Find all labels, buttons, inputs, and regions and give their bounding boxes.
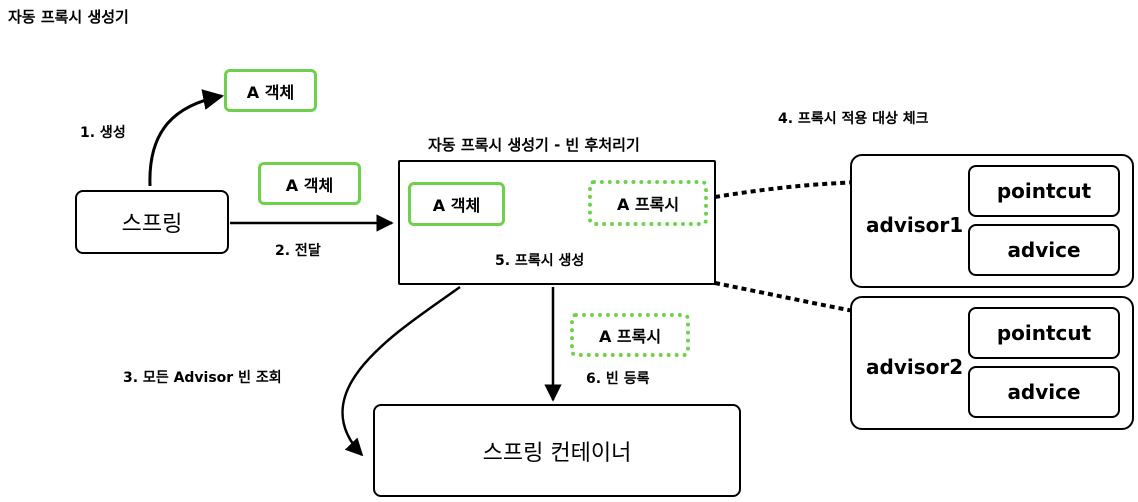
advisor1-pointcut-box: pointcut — [968, 165, 1120, 217]
processor-proxy-box: A 프록시 — [588, 180, 708, 226]
spring-container-box: 스프링 컨테이너 — [373, 404, 741, 497]
step2-label: 2. 전달 — [275, 243, 321, 259]
advisor2-pointcut-box: pointcut — [968, 307, 1120, 359]
processor-title: 자동 프록시 생성기 - 빈 후처리기 — [428, 136, 640, 154]
step6-label: 6. 빈 등록 — [586, 371, 650, 387]
arrow-create — [148, 89, 225, 187]
advisor1-advice-box: advice — [968, 224, 1120, 276]
processor-object-label: A 객체 — [432, 196, 481, 215]
processor-proxy-label: A 프록시 — [616, 195, 680, 214]
advisor2-pointcut-label: pointcut — [996, 321, 1092, 345]
advisor2-advice-label: advice — [1007, 380, 1081, 404]
spring-label: 스프링 — [121, 212, 183, 237]
page-title: 자동 프록시 생성기 — [8, 8, 129, 26]
step3-label: 3. 모든 Advisor 빈 조회 — [123, 370, 282, 386]
processor-object-box: A 객체 — [408, 182, 505, 226]
registered-proxy-box: A 프록시 — [570, 313, 690, 357]
step4-label: 4. 프록시 적용 대상 체크 — [778, 111, 929, 127]
advisor1-pointcut-label: pointcut — [996, 179, 1092, 203]
registered-proxy-label: A 프록시 — [598, 327, 662, 346]
arrow-lookup-advisors — [341, 285, 461, 457]
advisor2-label: advisor2 — [866, 355, 964, 379]
created-object-box: A 객체 — [224, 69, 317, 112]
passed-object-label: A 객체 — [285, 175, 334, 195]
created-object-label: A 객체 — [246, 82, 295, 102]
spring-box: 스프링 — [75, 190, 229, 254]
advisor1-label: advisor1 — [866, 213, 964, 237]
advisor2-advice-box: advice — [968, 366, 1120, 418]
passed-object-box: A 객체 — [258, 162, 361, 205]
step5-label: 5. 프록시 생성 — [495, 253, 585, 269]
step1-label: 1. 생성 — [80, 125, 126, 141]
spring-container-label: 스프링 컨테이너 — [482, 440, 632, 466]
advisor1-advice-label: advice — [1007, 238, 1081, 262]
